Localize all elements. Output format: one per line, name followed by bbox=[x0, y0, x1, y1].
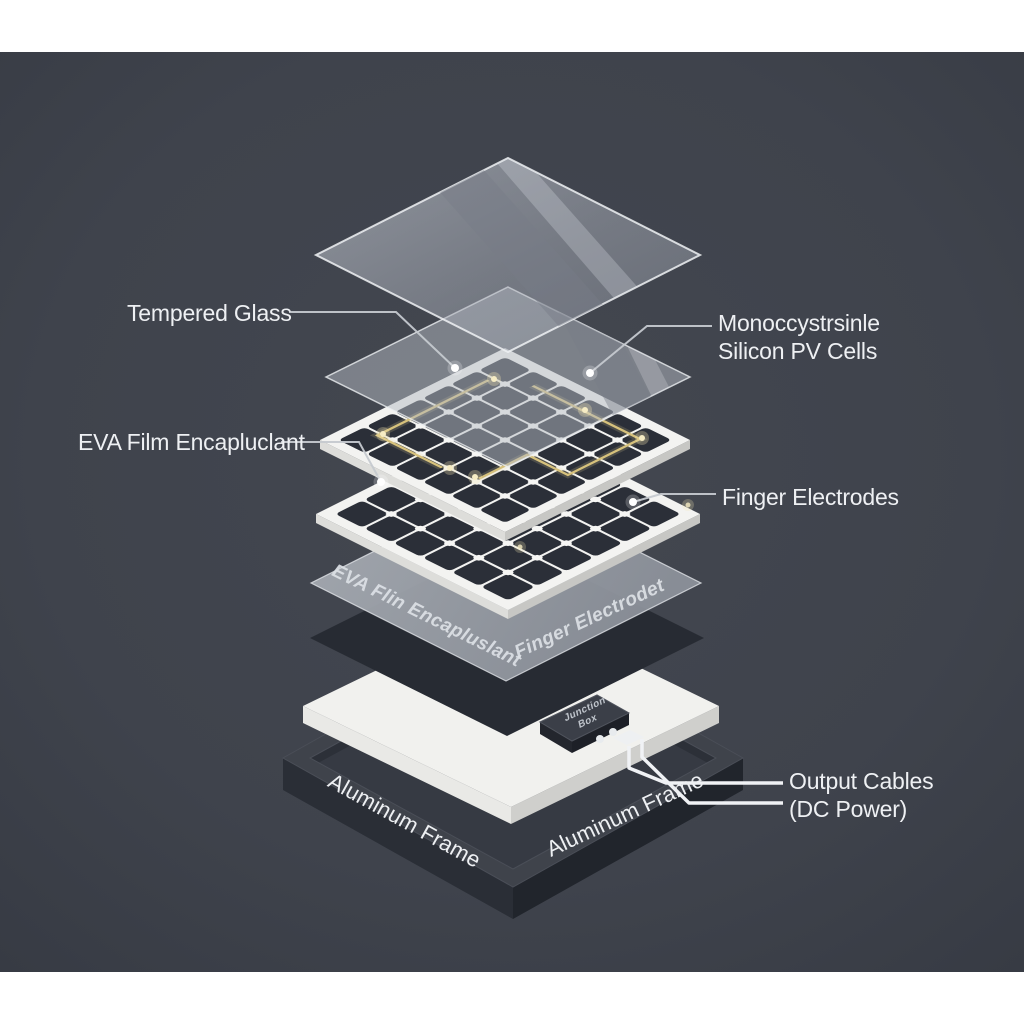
leader-dot bbox=[447, 360, 463, 376]
cable-connector-2 bbox=[609, 728, 617, 736]
pv-cell bbox=[537, 442, 585, 466]
pv-cell bbox=[395, 501, 446, 527]
cell-junction-pad bbox=[527, 479, 539, 485]
output-cables-label-line2: (DC Power) bbox=[789, 796, 907, 822]
pv-cell bbox=[337, 501, 387, 527]
pv-cell bbox=[570, 501, 621, 527]
output-cables-label-line1: Output Cables bbox=[789, 768, 933, 794]
cell-junction-pad bbox=[444, 540, 456, 546]
pv-cell bbox=[570, 530, 621, 556]
pv-cell bbox=[509, 484, 557, 508]
glow-dot bbox=[443, 461, 457, 475]
pv-cell bbox=[512, 530, 562, 556]
junction-box-side-right bbox=[572, 713, 629, 753]
pv-cell bbox=[395, 530, 446, 556]
board2-side-left bbox=[316, 514, 508, 619]
pv-cell bbox=[368, 414, 417, 438]
tempered-glass-label: Tempered Glass bbox=[127, 300, 292, 326]
pv-cell bbox=[509, 456, 557, 480]
pv-cell bbox=[481, 498, 529, 522]
silicon-cells-leader bbox=[589, 325, 712, 374]
pv-cell bbox=[425, 442, 473, 466]
pv-cell bbox=[541, 516, 591, 541]
eva-film-leader bbox=[281, 441, 382, 483]
silicon-cells-label-line1: Monoccystrsinle bbox=[718, 310, 880, 336]
pv-cell bbox=[593, 442, 642, 466]
pv-cell bbox=[565, 456, 614, 480]
glow-dot bbox=[635, 431, 649, 445]
pv-cell bbox=[425, 545, 475, 571]
cell-junction-pad bbox=[560, 511, 572, 517]
pv-cell bbox=[600, 487, 650, 512]
eva-film-label: EVA Film Encapluclant bbox=[78, 429, 306, 455]
tempered-glass-leader bbox=[289, 311, 456, 369]
junction-box: Junction Box bbox=[538, 694, 644, 753]
output-cable-1 bbox=[627, 746, 783, 785]
pv-cell bbox=[593, 414, 642, 438]
pv-cell bbox=[621, 428, 670, 452]
pv-cell bbox=[454, 530, 504, 556]
finger-electrodes-leader bbox=[632, 493, 716, 503]
slab-side-left bbox=[303, 706, 511, 824]
cell-junction-pad bbox=[589, 496, 602, 503]
pv-cell bbox=[600, 516, 650, 541]
cell-junction-pad bbox=[471, 479, 483, 485]
silicon-cells-label-line2: Silicon PV Cells bbox=[718, 338, 877, 364]
pv-cell bbox=[483, 545, 533, 571]
pv-cell bbox=[453, 484, 501, 508]
cell-junction-pad bbox=[414, 525, 427, 532]
glow-dot bbox=[376, 427, 390, 441]
cell-junction-pad bbox=[612, 437, 623, 443]
pv-cell bbox=[541, 545, 591, 571]
pv-cell bbox=[396, 428, 445, 452]
cell-junction-pad bbox=[589, 525, 602, 532]
cell-junction-pad bbox=[619, 511, 631, 517]
leader-lines bbox=[281, 311, 716, 510]
cable-connector-1 bbox=[596, 735, 604, 743]
leader-dot bbox=[582, 365, 598, 381]
frame-side-left bbox=[283, 758, 513, 919]
pv-cell bbox=[454, 560, 504, 585]
cable-gland-block bbox=[613, 730, 644, 745]
finger-electrodes-label: Finger Electrodes bbox=[722, 484, 899, 510]
pv-cell bbox=[425, 516, 475, 541]
leader-dot bbox=[373, 474, 389, 490]
cell-junction-pad bbox=[385, 511, 397, 517]
junction-box-top bbox=[538, 694, 631, 742]
junction-box-side-left bbox=[540, 722, 572, 753]
pv-cell bbox=[537, 470, 585, 494]
cell-junction-pad bbox=[560, 540, 572, 546]
board1-side-right bbox=[505, 440, 690, 541]
electrode-glow-dots bbox=[376, 372, 694, 553]
cell-junction-pad bbox=[583, 451, 595, 457]
cell-junction-pad bbox=[502, 569, 514, 576]
board2-side-right bbox=[508, 514, 700, 619]
cell-junction-pad bbox=[499, 493, 511, 499]
pv-cell bbox=[565, 428, 614, 452]
tempered-glass-face bbox=[313, 156, 703, 354]
pv-cell bbox=[629, 501, 679, 527]
pv-cell bbox=[425, 470, 473, 494]
pv-cell bbox=[340, 428, 389, 452]
output-cable-2 bbox=[640, 739, 783, 805]
pv-cell bbox=[366, 516, 416, 541]
glow-dot bbox=[578, 403, 592, 417]
cell-junction-pad bbox=[531, 525, 543, 532]
cell-junction-pad bbox=[473, 554, 485, 561]
cell-junction-pad bbox=[502, 540, 514, 546]
pv-cell bbox=[483, 574, 533, 600]
glow-dot bbox=[682, 499, 694, 511]
board1-side-left bbox=[320, 440, 505, 541]
glow-dot bbox=[514, 541, 526, 553]
leader-dot bbox=[625, 494, 641, 510]
pv-cell bbox=[512, 560, 562, 585]
pv-cell bbox=[366, 487, 416, 512]
glow-dot bbox=[468, 470, 482, 484]
glow-dot bbox=[487, 372, 501, 386]
cell-junction-pad bbox=[531, 554, 543, 561]
slab-side-right bbox=[511, 706, 719, 824]
pv-cell bbox=[481, 470, 529, 494]
